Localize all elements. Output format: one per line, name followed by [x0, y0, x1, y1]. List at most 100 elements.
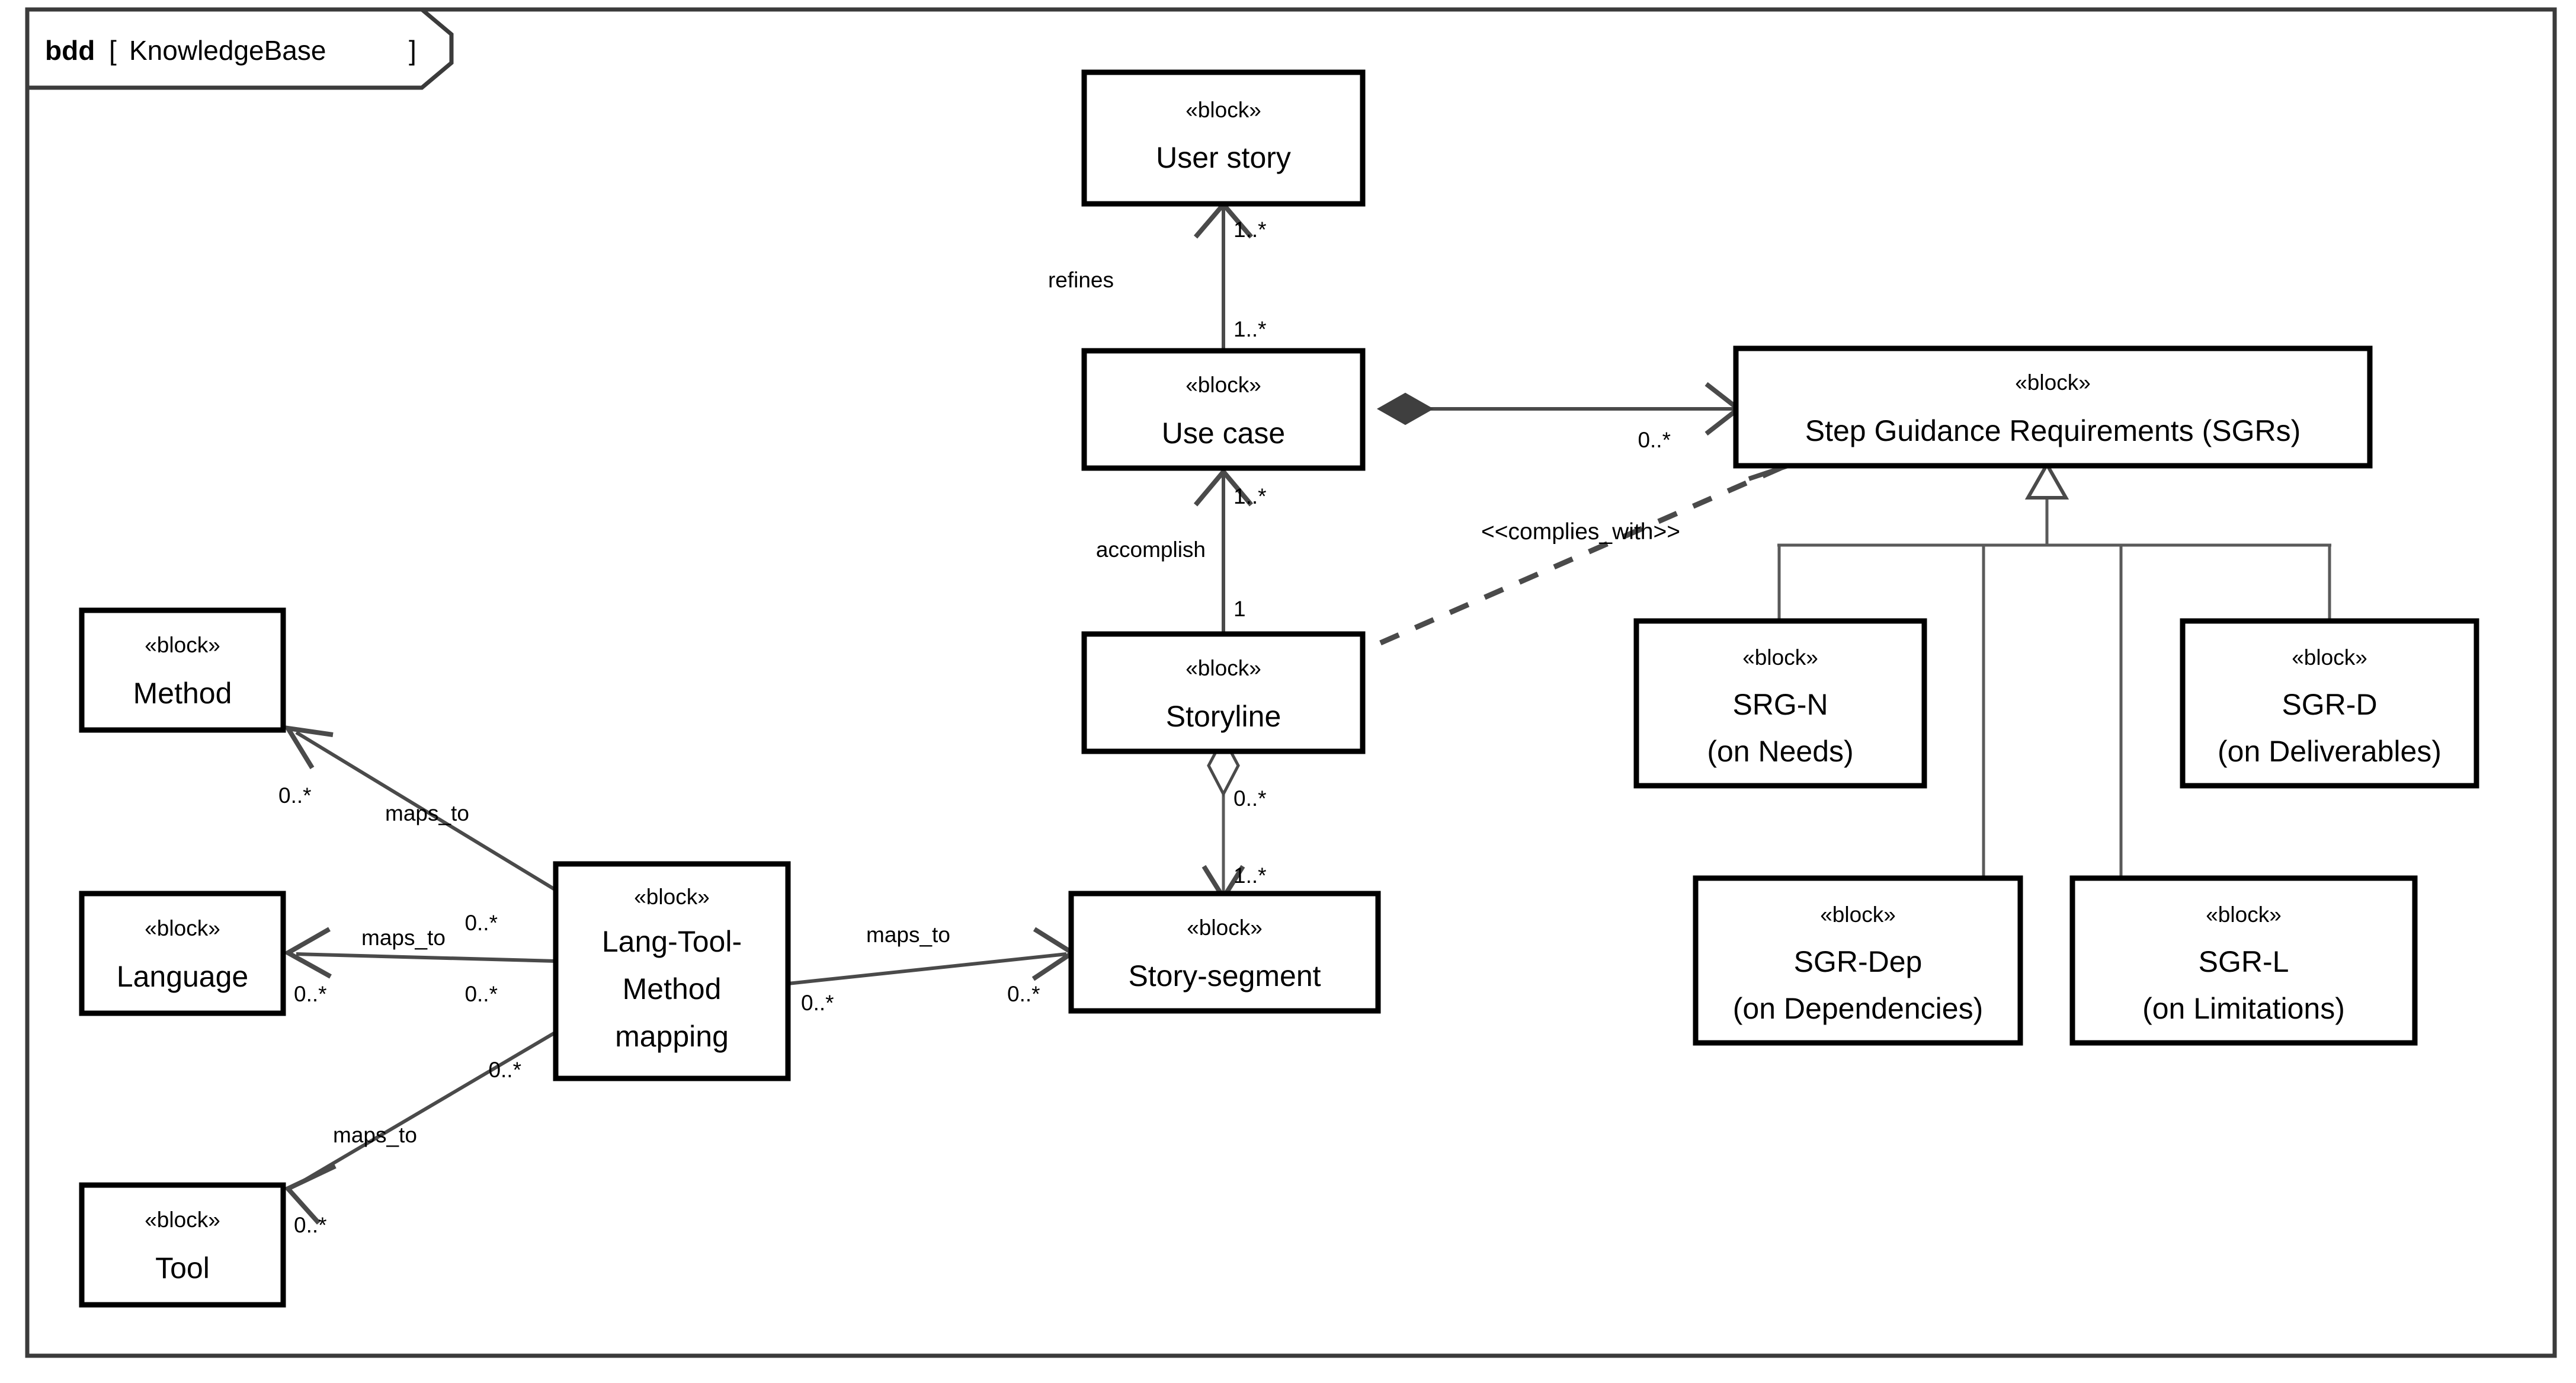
relation-storyline-segment: 0..* 1..* — [1202, 734, 1267, 902]
frame-kind-label: bdd — [45, 35, 95, 66]
complies-with-label: <<complies_with>> — [1481, 519, 1680, 545]
block-story-segment[interactable]: «block» Story-segment — [1068, 891, 1381, 1014]
storyline-bottom-multiplicity: 0..* — [1233, 786, 1267, 811]
refines-target-multiplicity: 1..* — [1233, 217, 1267, 242]
maps-to-tool-line — [295, 1030, 557, 1187]
block-tool[interactable]: «block» Tool — [79, 1182, 286, 1308]
segment-top-multiplicity: 1..* — [1233, 863, 1267, 888]
maps-to-method-label: maps_to — [385, 801, 469, 825]
block-sgrs-name: Step Guidance Requirements (SGRs) — [1805, 414, 2301, 447]
map-segment-start-multiplicity: 0..* — [801, 991, 834, 1015]
block-method-name: Method — [133, 677, 232, 710]
generalization-triangle — [2024, 460, 2069, 500]
block-use-case-name: Use case — [1162, 417, 1285, 450]
block-sgr-l[interactable]: «block» SGR-L (on Limitations) — [2069, 875, 2418, 1046]
relation-maps-to-language: 0..* maps_to 0..* — [283, 926, 556, 1006]
composition-diamond — [1376, 392, 1434, 425]
maps-to-segment-label: maps_to — [866, 923, 950, 947]
accomplish-arrowhead — [1193, 468, 1254, 507]
map-language-end-multiplicity: 0..* — [464, 982, 498, 1006]
block-tool-stereotype: «block» — [145, 1208, 220, 1232]
block-sgr-l-subtitle: (on Limitations) — [2142, 992, 2345, 1025]
diagram-frame: bdd [ KnowledgeBase ] — [25, 7, 2557, 1358]
segment-end-multiplicity: 0..* — [1007, 982, 1040, 1006]
language-end-multiplicity: 0..* — [294, 982, 327, 1006]
relation-usecase-sgrs: 0..* — [1376, 382, 1742, 452]
maps-to-language-label: maps_to — [361, 926, 446, 950]
block-storyline-name: Storyline — [1166, 700, 1281, 733]
block-sgr-d-stereotype: «block» — [2292, 645, 2367, 670]
maps-to-tool-label: maps_to — [333, 1123, 417, 1147]
block-srg-n-rect[interactable] — [1633, 618, 1927, 789]
block-method[interactable]: «block» Method — [79, 607, 286, 733]
block-user-story[interactable]: «block» User story — [1081, 69, 1366, 207]
maps-to-language-line — [296, 952, 556, 963]
block-story-segment-name: Story-segment — [1128, 959, 1321, 993]
block-use-case-rect[interactable] — [1081, 348, 1366, 471]
block-sgr-d[interactable]: «block» SGR-D (on Deliverables) — [2180, 618, 2479, 789]
tool-end-multiplicity: 0..* — [294, 1213, 327, 1237]
block-sgr-l-rect[interactable] — [2069, 875, 2418, 1046]
block-method-stereotype: «block» — [145, 633, 220, 657]
frame-border — [25, 7, 2557, 1358]
block-sgr-l-stereotype: «block» — [2206, 902, 2282, 927]
block-sgrs[interactable]: «block» Step Guidance Requirements (SGRs… — [1733, 345, 2373, 469]
block-story-segment-rect[interactable] — [1068, 891, 1381, 1014]
block-ltm-mapping-name-line2: Method — [623, 972, 722, 1006]
block-user-story-rect[interactable] — [1081, 69, 1366, 207]
map-tool-end-multiplicity: 0..* — [488, 1058, 521, 1082]
block-srg-n[interactable]: «block» SRG-N (on Needs) — [1633, 618, 1927, 789]
relation-complies-with: <<complies_with>> — [1379, 434, 1793, 646]
block-story-segment-stereotype: «block» — [1187, 915, 1263, 940]
block-ltm-mapping-name-line3: mapping — [615, 1020, 729, 1053]
block-storyline-stereotype: «block» — [1186, 656, 1261, 680]
sgrs-left-multiplicity: 0..* — [1638, 428, 1671, 452]
block-sgrs-rect[interactable] — [1733, 345, 2373, 469]
block-sgr-dep-rect[interactable] — [1693, 875, 2023, 1046]
accomplish-label: accomplish — [1096, 537, 1206, 562]
block-sgr-d-rect[interactable] — [2180, 618, 2479, 789]
maps-to-segment-line — [787, 952, 1067, 985]
block-tool-name: Tool — [155, 1251, 210, 1285]
block-language-stereotype: «block» — [145, 916, 220, 940]
block-ltm-mapping[interactable]: «block» Lang-Tool- Method mapping — [553, 861, 791, 1081]
block-ltm-mapping-stereotype: «block» — [634, 885, 710, 909]
refines-label: refines — [1048, 268, 1114, 292]
block-sgr-dep-stereotype: «block» — [1820, 902, 1896, 927]
block-tool-rect[interactable] — [79, 1182, 286, 1308]
block-sgr-dep[interactable]: «block» SGR-Dep (on Dependencies) — [1693, 875, 2023, 1046]
block-method-rect[interactable] — [79, 607, 286, 733]
block-ltm-mapping-rect[interactable] — [553, 861, 791, 1081]
relation-maps-to-segment: maps_to 0..* 0..* — [787, 923, 1077, 1015]
refines-source-multiplicity: 1..* — [1233, 317, 1267, 341]
block-sgr-l-name: SGR-L — [2199, 945, 2289, 978]
block-storyline-rect[interactable] — [1081, 631, 1366, 754]
block-srg-n-subtitle: (on Needs) — [1707, 735, 1853, 768]
block-user-story-stereotype: «block» — [1186, 98, 1261, 122]
block-sgrs-stereotype: «block» — [2015, 370, 2091, 395]
relation-refines: 1..* 1..* refines — [1048, 200, 1267, 353]
frame-diagram-name: KnowledgeBase — [129, 35, 326, 66]
block-srg-n-name: SRG-N — [1732, 688, 1828, 721]
block-language[interactable]: «block» Language — [79, 891, 286, 1016]
accomplish-target-multiplicity: 1..* — [1233, 484, 1267, 508]
frame-header-tab — [25, 7, 454, 90]
method-end-multiplicity: 0..* — [278, 783, 312, 808]
block-srg-n-stereotype: «block» — [1742, 645, 1818, 670]
block-storyline[interactable]: «block» Storyline — [1081, 631, 1366, 754]
block-use-case[interactable]: «block» Use case — [1081, 348, 1366, 471]
frame-bracket-close: ] — [409, 35, 416, 66]
relation-maps-to-method: 0..* maps_to 0..* — [278, 725, 557, 935]
block-use-case-stereotype: «block» — [1186, 373, 1261, 397]
block-sgr-dep-name: SGR-Dep — [1794, 945, 1923, 978]
maps-to-tool-arrowhead — [284, 1164, 337, 1225]
maps-to-language-arrowhead — [283, 927, 332, 979]
block-sgr-d-name: SGR-D — [2282, 688, 2377, 721]
block-language-rect[interactable] — [79, 891, 286, 1016]
block-language-name: Language — [117, 960, 248, 993]
relation-maps-to-tool: 0..* maps_to 0..* — [284, 1030, 557, 1237]
relation-accomplish: 1..* 1 accomplish — [1096, 468, 1267, 637]
block-sgr-dep-subtitle: (on Dependencies) — [1733, 992, 1984, 1025]
block-sgr-d-subtitle: (on Deliverables) — [2218, 735, 2442, 768]
